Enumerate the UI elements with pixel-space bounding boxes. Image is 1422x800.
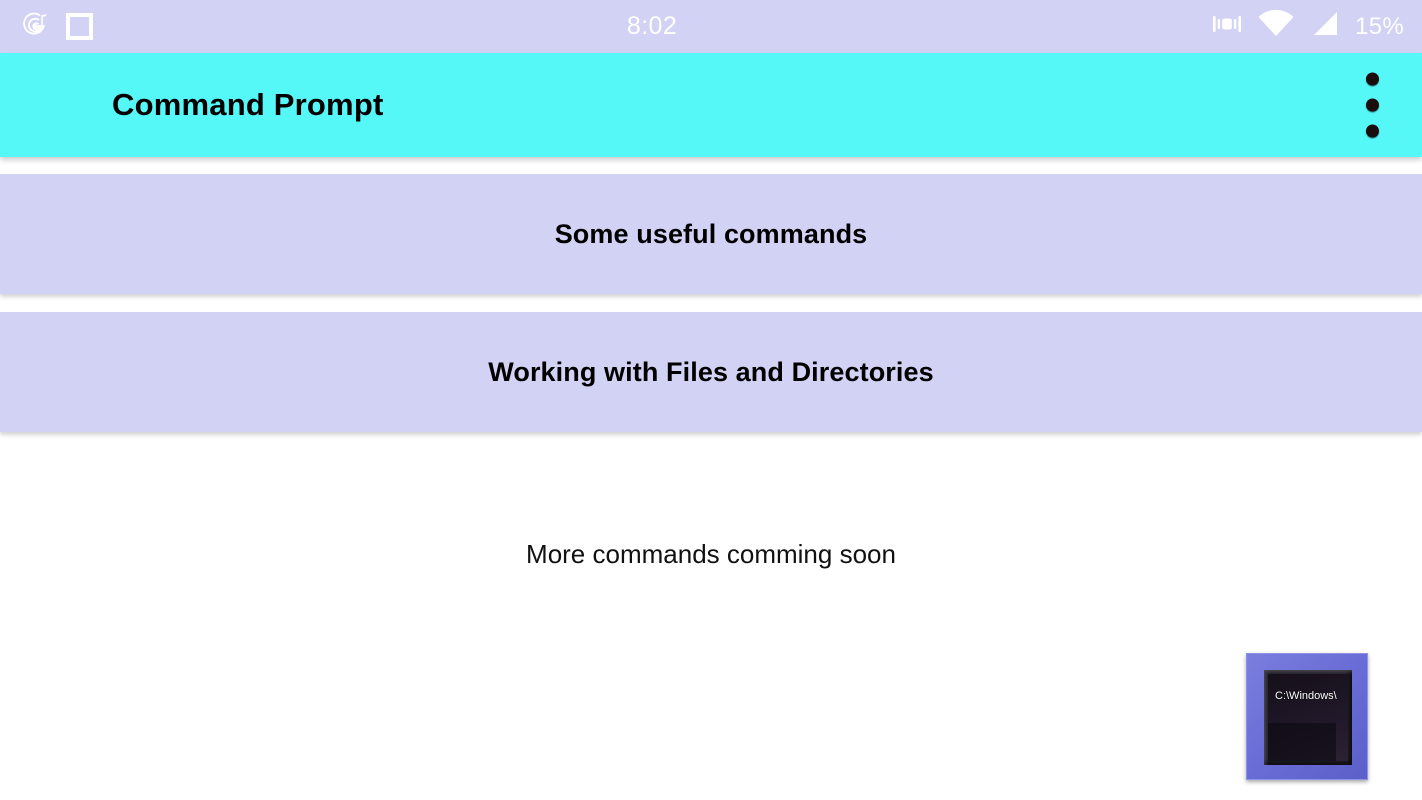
status-bar-time: 8:02 — [626, 12, 678, 40]
list-item-some-useful-commands[interactable]: Some useful commands — [0, 174, 1422, 294]
status-bar-clock-area: 8:02 — [93, 12, 1211, 41]
overflow-dot — [1366, 98, 1379, 112]
status-bar: 8:02 — [0, 0, 1422, 53]
wifi-icon — [1257, 9, 1295, 44]
status-bar-notifications — [0, 8, 93, 45]
coming-soon-note: More commands comming soon — [526, 539, 896, 569]
app-bar: Command Prompt — [0, 53, 1422, 157]
status-bar-system-icons: 15% — [1211, 9, 1422, 44]
list-item-label: Some useful commands — [554, 218, 868, 249]
console-bevel: C:\Windows\ — [1264, 670, 1352, 765]
cellular-signal-icon — [1309, 9, 1341, 44]
console-screen: C:\Windows\ — [1268, 674, 1348, 761]
more-vertical-icon[interactable] — [1366, 72, 1379, 138]
list-item-working-with-files-and-directories[interactable]: Working with Files and Directories — [0, 312, 1422, 432]
square-outline-icon — [66, 13, 93, 40]
console-path-text: C:\Windows\ — [1275, 690, 1337, 702]
page-title: Command Prompt — [112, 87, 384, 122]
overflow-dot — [1366, 124, 1379, 138]
overflow-dot — [1366, 72, 1379, 86]
list-item-label: Working with Files and Directories — [488, 356, 934, 387]
vibrate-icon — [1211, 9, 1243, 44]
command-prompt-icon[interactable]: C:\Windows\ — [1246, 653, 1368, 780]
music-note-vinyl-icon — [20, 8, 52, 45]
battery-percentage-label: 15% — [1355, 12, 1404, 40]
console-screen-shade — [1268, 723, 1336, 761]
